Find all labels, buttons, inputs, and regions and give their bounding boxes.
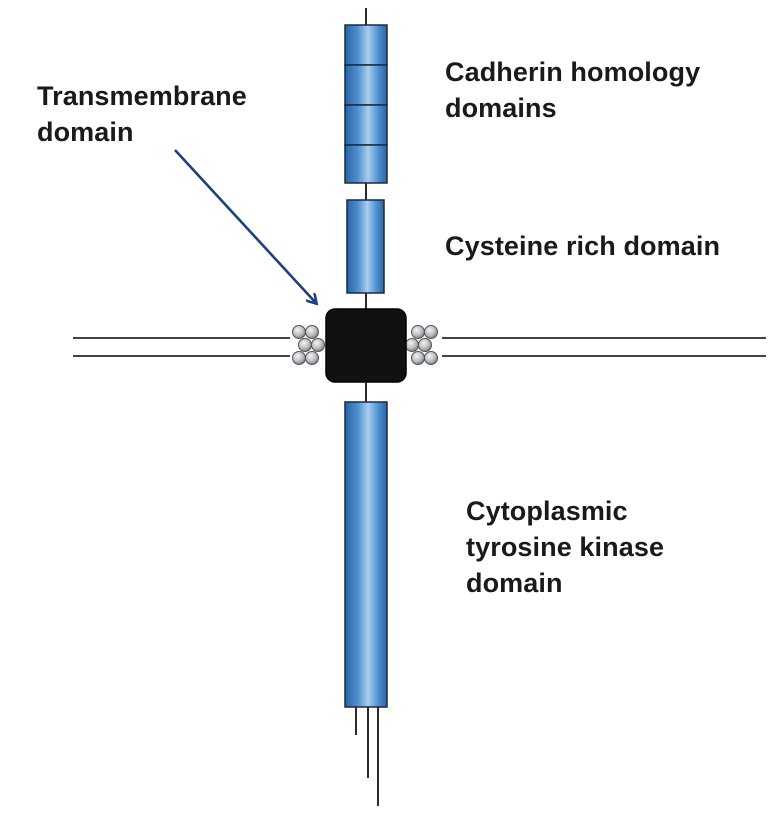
lipid-head — [298, 338, 312, 352]
lipid-cluster-left — [292, 325, 325, 365]
transmembrane-pointer-arrow — [174, 149, 316, 303]
transmembrane-domain-label: Transmembrane domain — [37, 78, 247, 150]
cytoplasmic-label-line-1: Cytoplasmic — [466, 496, 628, 526]
cadherin-domain-2 — [344, 64, 388, 106]
cysteine-rich-domain-label: Cysteine rich domain — [445, 228, 720, 264]
cadherin-domain-stack — [344, 24, 388, 184]
lipid-head — [311, 338, 325, 352]
lipid-head — [411, 351, 425, 365]
lipid-head — [418, 338, 432, 352]
cadherin-label-line-1: Cadherin homology — [445, 57, 701, 87]
lipid-head — [411, 325, 425, 339]
transmembrane-label-line-1: Transmembrane — [37, 81, 247, 111]
cadherin-domain-4 — [344, 144, 388, 184]
lipid-head — [292, 351, 306, 365]
lipid-head — [405, 338, 419, 352]
cadherin-domain-3 — [344, 104, 388, 146]
cytoplasmic-label-line-3: domain — [466, 568, 563, 598]
cytoplasmic-tyrosine-kinase-domain-label: Cytoplasmic tyrosine kinase domain — [466, 493, 664, 601]
cytoplasmic-label-line-2: tyrosine kinase — [466, 532, 665, 562]
cytoplasmic-tyrosine-kinase-domain — [344, 401, 388, 708]
lipid-head — [424, 325, 438, 339]
lipid-head — [292, 325, 306, 339]
transmembrane-domain-box — [325, 308, 407, 383]
cadherin-domain-1 — [344, 24, 388, 66]
cysteine-rich-domain — [346, 199, 385, 294]
c-terminal-tails — [355, 707, 379, 806]
cadherin-homology-domains-label: Cadherin homology domains — [445, 54, 700, 126]
lipid-head — [305, 325, 319, 339]
lipid-head — [424, 351, 438, 365]
transmembrane-label-line-2: domain — [37, 117, 134, 147]
cell-membrane — [73, 337, 766, 357]
lipid-head — [305, 351, 319, 365]
lipid-cluster-right — [405, 325, 438, 365]
cadherin-label-line-2: domains — [445, 93, 557, 123]
cysteine-label-line-1: Cysteine rich domain — [445, 231, 721, 261]
